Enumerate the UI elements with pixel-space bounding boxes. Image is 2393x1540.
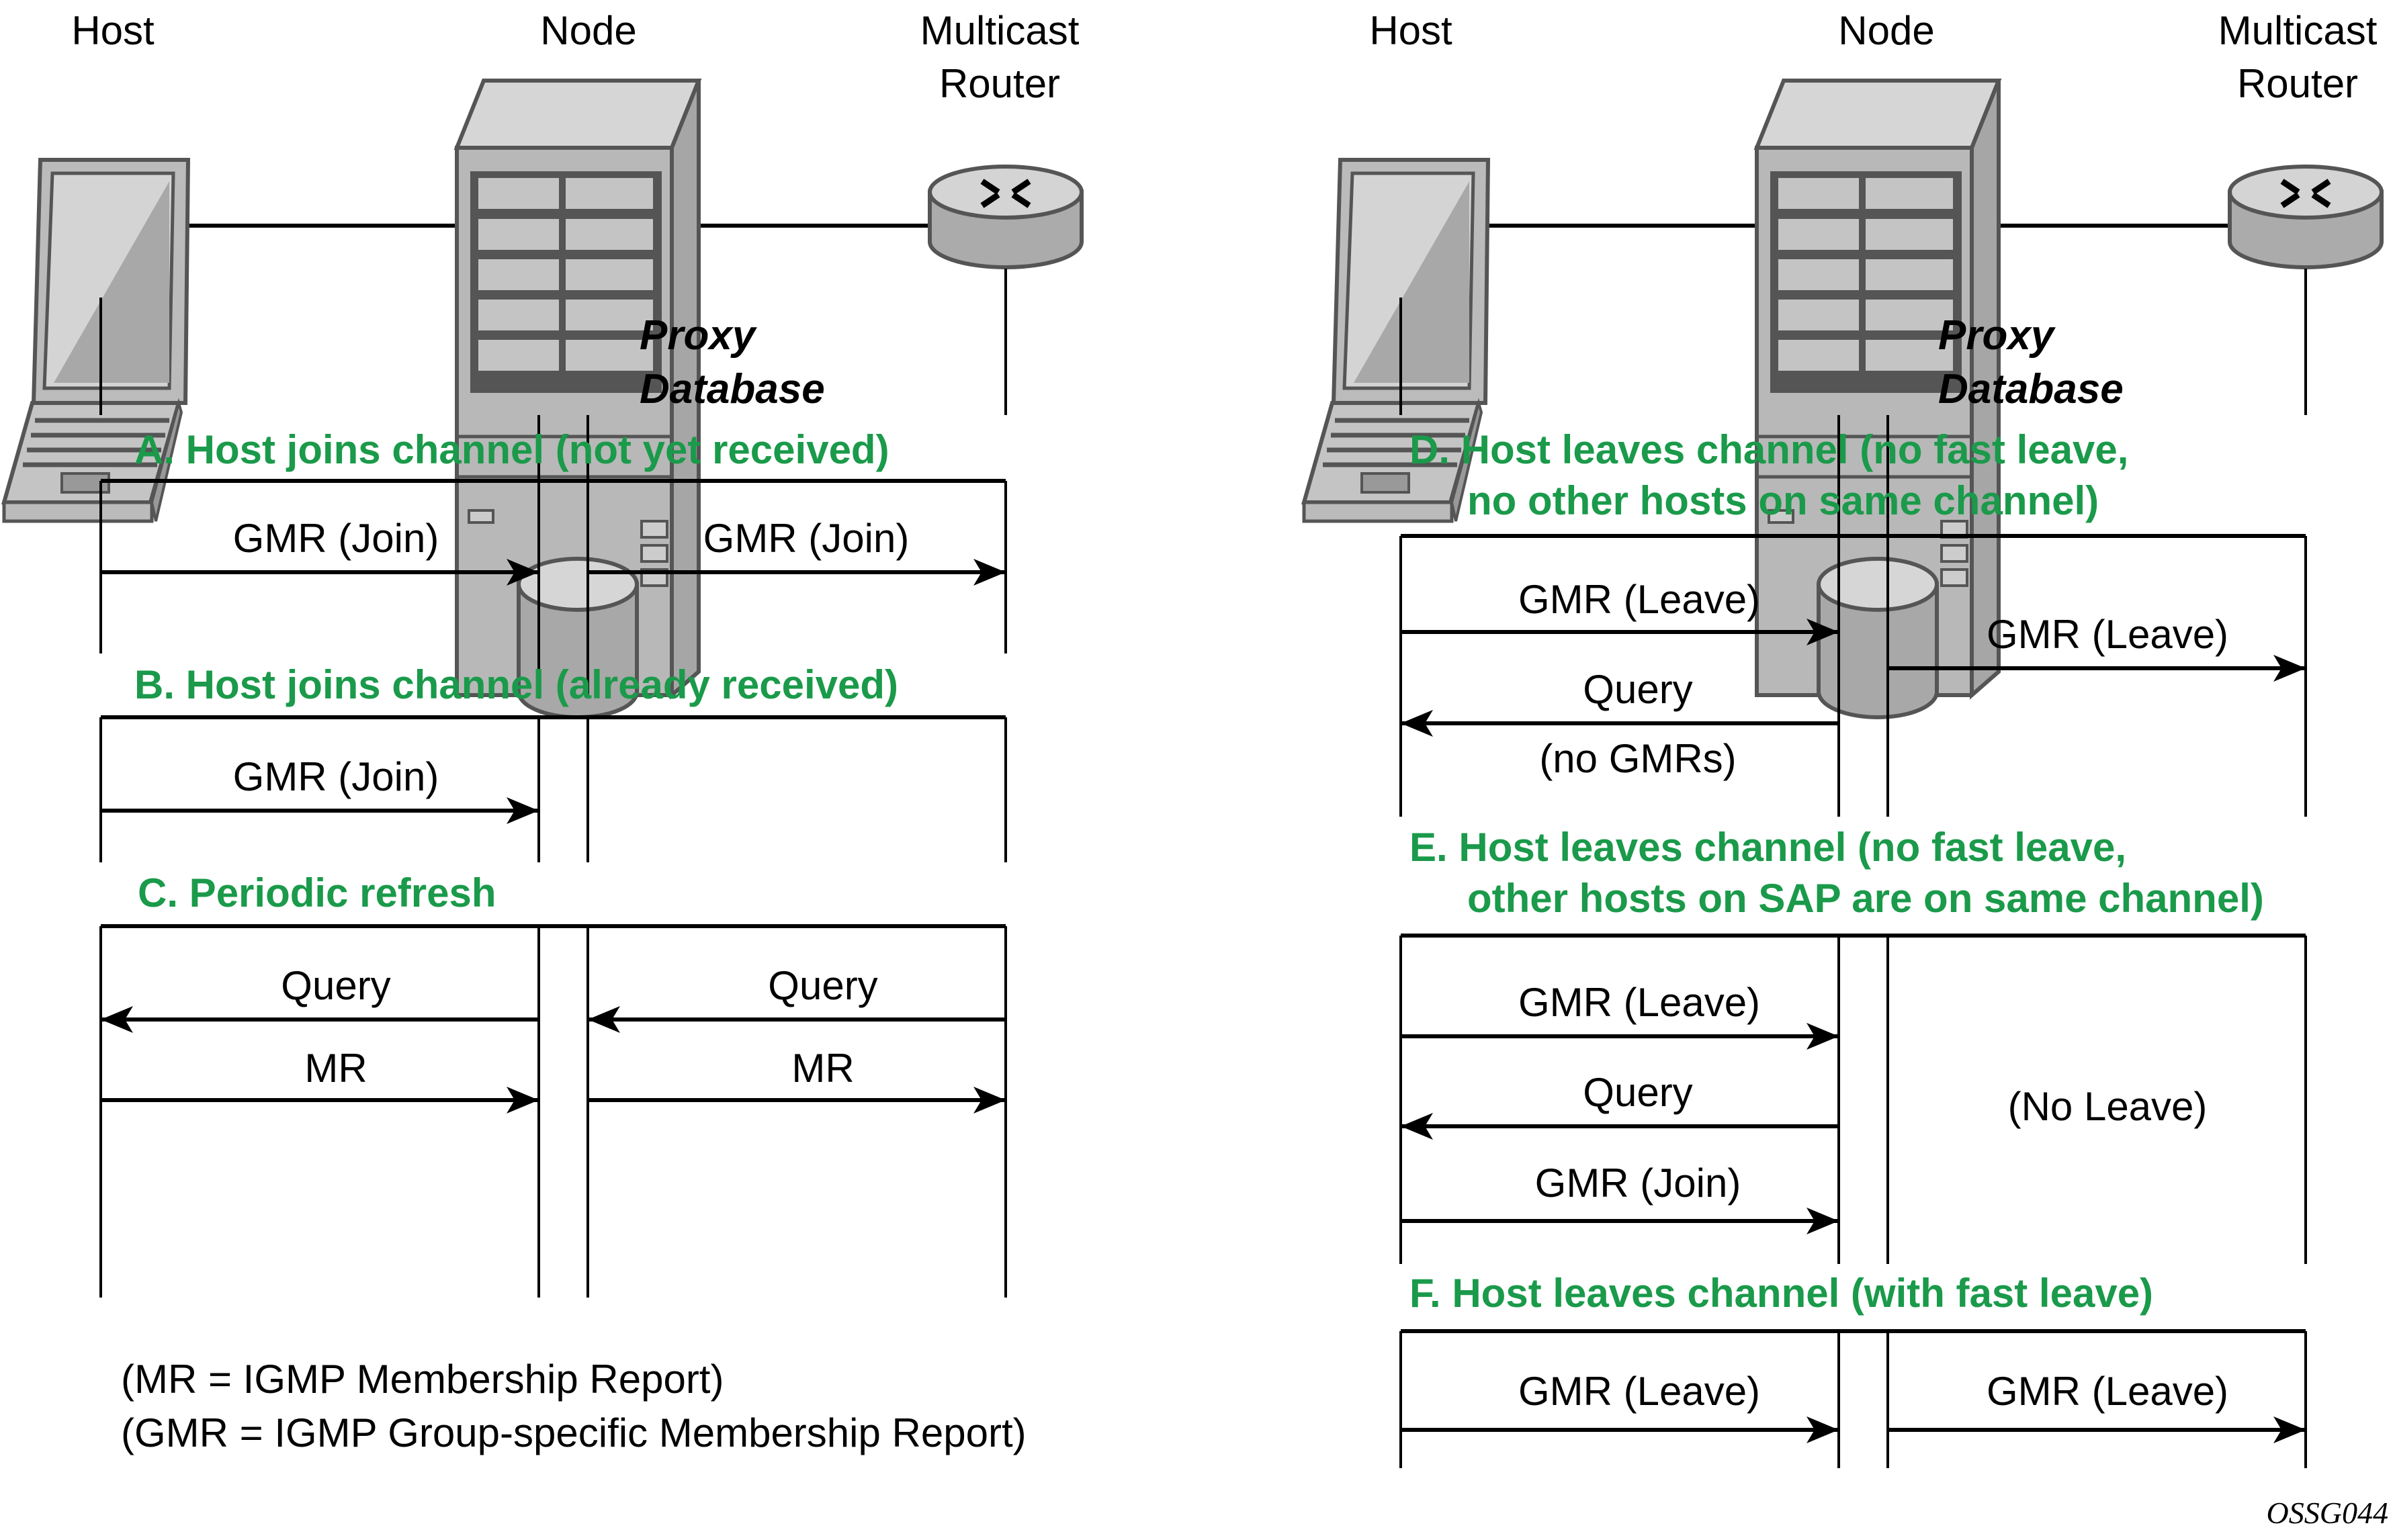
legend-gmr: (GMR = IGMP Group-specific Membership Re… (121, 1410, 1027, 1455)
laptop-icon (1, 158, 191, 523)
message-label: GMR (Join) (233, 754, 439, 799)
scenario-d-title-line2: no other hosts on same channel) (1467, 478, 2099, 523)
scenario-f-title: F. Host leaves channel (with fast leave) (1409, 1271, 2153, 1316)
scenario-e: E. Host leaves channel (no fast leave, o… (1399, 825, 2307, 1264)
router-label-line1: Multicast (2218, 8, 2378, 53)
router-label-line2: Router (2237, 61, 2358, 106)
message-label: Query (1583, 1070, 1692, 1115)
scenario-e-title-line2: other hosts on SAP are on same channel) (1467, 876, 2264, 921)
proxy-db-label-line2: Database (1938, 366, 2124, 412)
scenario-e-title-line1: E. Host leaves channel (no fast leave, (1409, 825, 2126, 870)
figure-id: OSSG044 (2267, 1496, 2388, 1530)
scenario-c: C. Periodic refresh Query Query MR MR (99, 870, 1007, 1298)
scenario-d-title-line1: D. Host leaves channel (no fast leave, (1409, 427, 2128, 472)
server-chassis-icon (1753, 79, 2002, 700)
message-label: MR (791, 1046, 854, 1091)
router-label-line1: Multicast (920, 8, 1080, 53)
laptop-icon (1301, 158, 1491, 523)
node-label: Node (1838, 8, 1934, 53)
proxy-db-label-line1: Proxy (640, 312, 758, 359)
router-icon (2228, 165, 2384, 269)
legend-mr: (MR = IGMP Membership Report) (121, 1357, 724, 1402)
message-label: Query (1583, 667, 1692, 712)
message-label: MR (304, 1046, 367, 1091)
router-label-line2: Router (939, 61, 1060, 106)
message-label: GMR (Join) (233, 516, 439, 561)
scenario-f: F. Host leaves channel (with fast leave)… (1399, 1271, 2307, 1468)
database-cylinder-icon (1817, 557, 1939, 719)
message-note: (no GMRs) (1539, 736, 1736, 781)
message-label: GMR (Leave) (1518, 1369, 1760, 1414)
message-label: GMR (Leave) (1518, 577, 1760, 622)
left-panel: Host Node Multicast Router (1, 8, 1084, 1455)
message-label: Query (768, 963, 877, 1008)
message-label: GMR (Leave) (1987, 612, 2228, 657)
scenario-a: A. Host joins channel (not yet received)… (99, 427, 1007, 653)
scenario-d: D. Host leaves channel (no fast leave, n… (1399, 427, 2307, 817)
database-cylinder-icon (517, 557, 639, 719)
message-note: (No Leave) (2008, 1084, 2208, 1129)
scenario-b: B. Host joins channel (already received)… (99, 662, 1007, 862)
scenario-a-title: A. Host joins channel (not yet received) (134, 427, 889, 472)
message-label: GMR (Leave) (1987, 1369, 2228, 1414)
host-label: Host (71, 8, 155, 53)
host-label: Host (1369, 8, 1452, 53)
scenario-c-title: C. Periodic refresh (138, 870, 496, 915)
message-label: GMR (Join) (703, 516, 910, 561)
message-label: GMR (Join) (1535, 1161, 1741, 1206)
node-label: Node (540, 8, 636, 53)
message-label: Query (281, 963, 390, 1008)
proxy-db-label-line2: Database (640, 366, 825, 412)
router-icon (928, 165, 1084, 269)
right-panel: Host Node Multicast Router (1301, 8, 2388, 1530)
proxy-db-label-line1: Proxy (1938, 312, 2056, 359)
server-chassis-icon (453, 79, 702, 700)
scenario-b-title: B. Host joins channel (already received) (134, 662, 898, 707)
message-label: GMR (Leave) (1518, 980, 1760, 1025)
